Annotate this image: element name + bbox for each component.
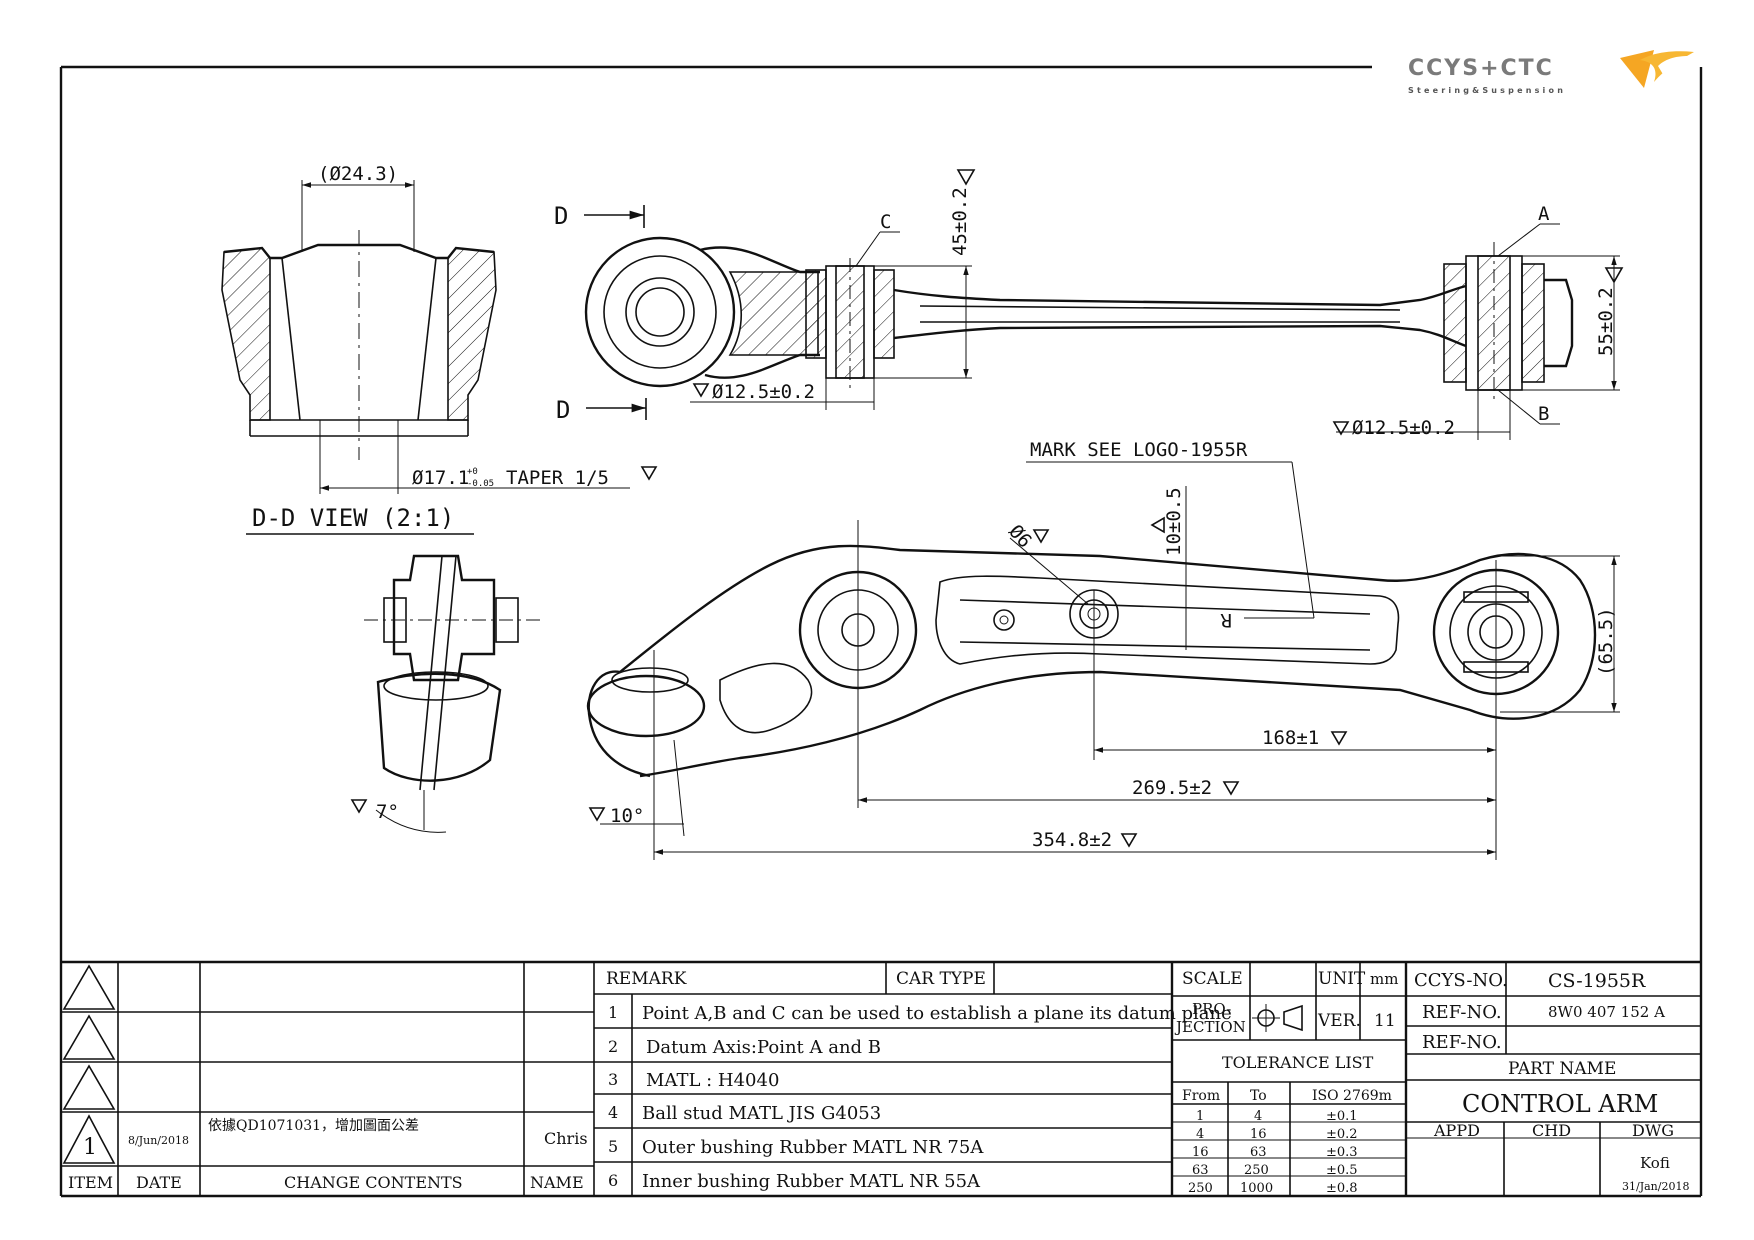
- company-logo: CCYS+CTC Steering&Suspension: [1408, 48, 1698, 96]
- ref-no2-label: REF-NO.: [1422, 1032, 1502, 1053]
- ver-value: 11: [1374, 1011, 1396, 1031]
- point-c-label: C: [880, 211, 891, 233]
- remark-no-4: 4: [608, 1103, 618, 1122]
- dwg-name: Kofi: [1640, 1154, 1670, 1172]
- remark-text-1: Point A,B and C can be used to establish…: [642, 1003, 1232, 1024]
- dd-section-view: (Ø24.3) Ø17.1 +0 -0.05 TAPER 1/5 D-D VIE…: [221, 163, 658, 535]
- surface-finish-icon: [640, 466, 658, 481]
- unit-value: mm: [1370, 970, 1398, 988]
- tol-col-from: From: [1182, 1088, 1220, 1104]
- car-type-label: CAR TYPE: [896, 969, 986, 989]
- dd-view-title: D-D VIEW (2:1): [252, 504, 454, 532]
- part-name-label: PART NAME: [1508, 1059, 1616, 1079]
- tol-value-5: ±0.8: [1326, 1181, 1358, 1196]
- ccys-no-label: CCYS-NO.: [1414, 970, 1508, 991]
- col-contents-header: CHANGE CONTENTS: [284, 1173, 463, 1192]
- col-item-header: ITEM: [68, 1173, 113, 1192]
- mark-note: MARK SEE LOGO-1955R: [1030, 439, 1248, 461]
- part-name-value: CONTROL ARM: [1462, 1090, 1658, 1118]
- r-mark: R: [1220, 609, 1232, 631]
- remark-no-1: 1: [608, 1003, 618, 1022]
- dwg-date: 31/Jan/2018: [1622, 1180, 1689, 1193]
- tol-value-2: ±0.2: [1326, 1127, 1358, 1142]
- dim-width-55: 55±0.2: [1595, 287, 1617, 356]
- unit-label: UNIT: [1318, 969, 1366, 989]
- col-date-header: DATE: [136, 1173, 182, 1192]
- projection-label-1: PRO-: [1192, 1000, 1231, 1018]
- ver-label: VER.: [1317, 1011, 1361, 1031]
- change-name-1: Chris: [544, 1129, 588, 1148]
- tol-to-2: 16: [1250, 1127, 1267, 1142]
- projection-symbol-icon: [1252, 1004, 1303, 1032]
- remark-no-2: 2: [608, 1037, 618, 1056]
- remark-no-6: 6: [608, 1171, 618, 1190]
- tol-from-2: 4: [1196, 1127, 1204, 1142]
- logo-brand: CCYS+CTC: [1408, 56, 1554, 81]
- change-item-1: 1: [83, 1135, 97, 1160]
- tol-value-4: ±0.5: [1326, 1163, 1358, 1178]
- tol-from-1: 1: [1196, 1109, 1204, 1124]
- tol-to-1: 4: [1254, 1109, 1262, 1124]
- remark-no-5: 5: [608, 1137, 618, 1156]
- dim-eye-65: (65.5): [1595, 607, 1617, 676]
- remark-no-3: 3: [608, 1070, 618, 1089]
- dim-dd-taper-tol-lower: -0.05: [467, 479, 494, 489]
- dim-offset-10: 10±0.5: [1163, 487, 1185, 556]
- ref-no-label: REF-NO.: [1422, 1002, 1502, 1023]
- dim-hole-6: Ø6: [1004, 521, 1036, 553]
- section-label-top: D: [554, 202, 568, 230]
- dim-angle-7: 7°: [376, 801, 399, 823]
- front-view: Ø6 MARK SEE LOGO-1955R R 10±0.5 (65.5) 1: [586, 439, 1620, 860]
- dim-width-45: 45±0.2: [949, 187, 971, 256]
- dim-dd-taper-value: Ø17.1: [412, 467, 469, 489]
- logo-swoosh-icon: [1620, 50, 1694, 88]
- dim-len-269: 269.5±2: [1132, 777, 1212, 799]
- tol-from-4: 63: [1192, 1163, 1209, 1178]
- remark-text-3: MATL : H4040: [646, 1070, 779, 1091]
- projection-label-2: JECTION: [1174, 1018, 1246, 1036]
- remark-text-6: Inner bushing Rubber MATL NR 55A: [642, 1171, 981, 1192]
- side-view: 7°: [350, 554, 540, 833]
- remark-text-4: Ball stud MATL JIS G4053: [642, 1103, 881, 1124]
- point-a-label: A: [1538, 203, 1550, 225]
- dim-bore-ab: Ø12.5±0.2: [1352, 417, 1455, 439]
- tol-col-to: To: [1250, 1088, 1267, 1104]
- appd-label: APPD: [1433, 1121, 1480, 1140]
- tol-to-4: 250: [1244, 1163, 1269, 1178]
- col-name-header: NAME: [530, 1173, 584, 1192]
- tol-from-3: 16: [1192, 1145, 1209, 1160]
- dim-bore-c: Ø12.5±0.2: [712, 381, 815, 403]
- tol-from-5: 250: [1188, 1181, 1213, 1196]
- remark-text-2: Datum Axis:Point A and B: [646, 1037, 881, 1058]
- dim-dd-taper-tol-upper: +0: [467, 467, 478, 477]
- dim-len-168: 168±1: [1262, 727, 1319, 749]
- dim-dd-taper-text: TAPER 1/5: [506, 467, 609, 489]
- logo-tagline: Steering&Suspension: [1408, 86, 1567, 95]
- tol-to-3: 63: [1250, 1145, 1267, 1160]
- change-date-1: 8/Jun/2018: [128, 1134, 189, 1147]
- remark-text-5: Outer bushing Rubber MATL NR 75A: [642, 1137, 984, 1158]
- dim-angle-10: 10°: [610, 805, 644, 827]
- top-view: D D C A: [554, 169, 1624, 440]
- tol-value-1: ±0.1: [1326, 1109, 1358, 1124]
- ref-no-value: 8W0 407 152 A: [1548, 1003, 1665, 1021]
- dwg-label: DWG: [1632, 1121, 1674, 1140]
- point-b-label: B: [1538, 403, 1549, 425]
- section-label-bottom: D: [556, 396, 570, 424]
- tol-col-iso: ISO 2769m: [1312, 1088, 1392, 1104]
- ccys-no-value: CS-1955R: [1548, 970, 1646, 992]
- dim-dd-outer: (Ø24.3): [318, 163, 398, 185]
- tol-to-5: 1000: [1240, 1181, 1273, 1196]
- chd-label: CHD: [1532, 1121, 1571, 1140]
- tolerance-list-title: TOLERANCE LIST: [1222, 1053, 1374, 1072]
- tol-value-3: ±0.3: [1326, 1145, 1358, 1160]
- change-contents-1: 依據QD1071031，增加圖面公差: [208, 1118, 419, 1134]
- title-block: 1 8/Jun/2018 依據QD1071031，增加圖面公差 Chris IT…: [61, 960, 1701, 1196]
- dim-len-354: 354.8±2: [1032, 829, 1112, 851]
- scale-label: SCALE: [1182, 969, 1243, 989]
- remark-header: REMARK: [606, 969, 687, 989]
